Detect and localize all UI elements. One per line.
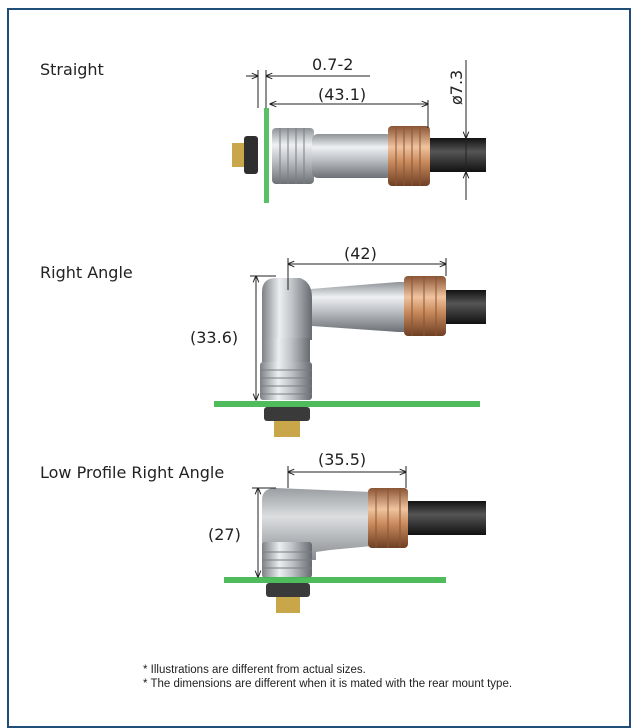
- panel: [264, 108, 269, 203]
- copper-nut: [404, 276, 446, 336]
- right-angle-connector: [214, 258, 486, 437]
- connector-diagram: [214, 60, 486, 613]
- plug-body: [298, 282, 410, 332]
- rear-nut: [264, 407, 310, 421]
- dim-length: (43.1): [318, 85, 367, 104]
- note-illustration: * Illustrations are different from actua…: [143, 664, 366, 676]
- section-title-right-angle: Right Angle: [40, 263, 133, 282]
- plug-body: [312, 134, 392, 178]
- coupling: [262, 338, 310, 362]
- straight-connector: [232, 60, 486, 203]
- dim-height: (33.6): [190, 328, 239, 347]
- panel: [214, 401, 480, 407]
- cable: [444, 290, 486, 324]
- copper-nut: [388, 126, 430, 186]
- low-profile-connector: [224, 466, 486, 613]
- dim-width: (35.5): [318, 450, 367, 469]
- elbow: [262, 278, 312, 340]
- dim-diameter: ø7.3: [447, 69, 466, 105]
- gold-pins: [232, 143, 246, 167]
- dim-width: (42): [344, 244, 377, 263]
- panel: [224, 577, 446, 583]
- section-title-straight: Straight: [40, 60, 104, 79]
- knurled-nut: [260, 362, 312, 400]
- rear-nut: [244, 136, 258, 174]
- gold-pins: [276, 597, 300, 613]
- gold-pins: [274, 421, 300, 437]
- rear-nut: [266, 583, 310, 597]
- diagram-frame: [7, 8, 631, 728]
- cable: [400, 501, 486, 535]
- cable: [428, 138, 486, 172]
- dim-height: (27): [208, 525, 241, 544]
- note-rear-mount: * The dimensions are different when it i…: [143, 678, 513, 690]
- knurled-nut: [272, 128, 314, 184]
- dim-offset: 0.7-2: [312, 55, 354, 74]
- section-title-low-profile: Low Profile Right Angle: [40, 463, 225, 482]
